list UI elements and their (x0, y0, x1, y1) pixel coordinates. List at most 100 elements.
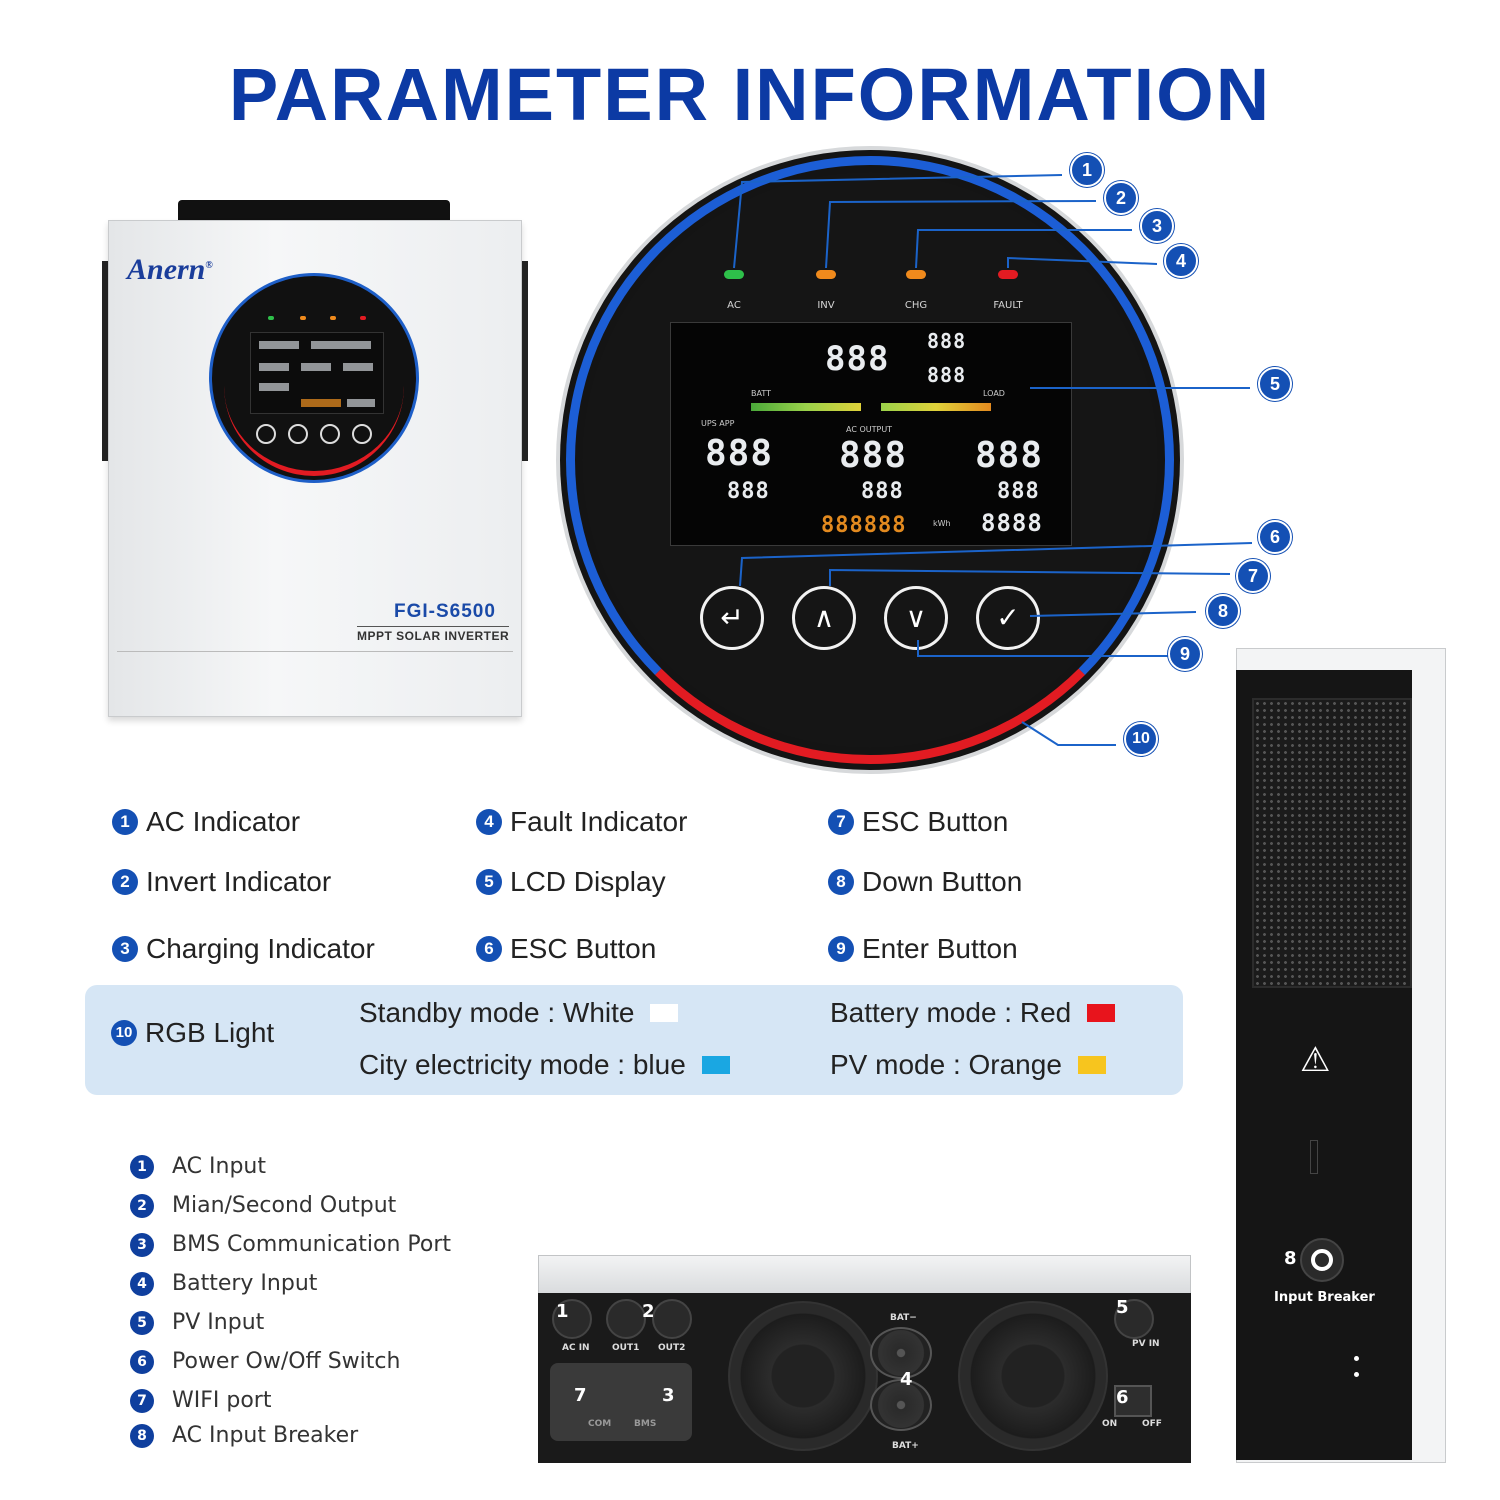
input-breaker-label: Input Breaker (1274, 1290, 1375, 1305)
input-breaker-knob[interactable] (1300, 1238, 1344, 1282)
bottom-num: 6 (1116, 1387, 1129, 1408)
mini-ac-led (268, 316, 274, 320)
callout-9: 9 (1168, 637, 1202, 671)
side-panel: ⚠ 8 Input Breaker (1236, 670, 1412, 1460)
lcd-load-label: LOAD (983, 389, 1005, 398)
lcd-ups-label: UPS APP (701, 419, 735, 428)
bottom-num: 5 (1116, 1297, 1129, 1318)
vent-mesh (1252, 698, 1412, 988)
battery-terminal-positive (870, 1379, 932, 1431)
callout-4: 4 (1164, 244, 1198, 278)
bottom-num: 7 (574, 1385, 587, 1406)
out2-gland (652, 1299, 692, 1339)
inverter-side-edge (102, 261, 108, 461)
com-label: COM (588, 1419, 612, 1429)
bms-label: BMS (634, 1419, 657, 1429)
side-slot (1310, 1140, 1318, 1174)
down-button[interactable]: ∨ (884, 586, 948, 650)
out1-gland (606, 1299, 646, 1339)
out2-label: OUT2 (658, 1343, 686, 1353)
orange-swatch (1077, 1056, 1106, 1074)
inverter-side-edge (522, 261, 528, 461)
inv-led-label: INV (817, 300, 835, 311)
model-subtitle: MPPT SOLAR INVERTER (357, 626, 510, 643)
page-title: PARAMETER INFORMATION (228, 53, 1272, 136)
bottom-num: 3 (662, 1385, 675, 1406)
callout-10: 10 (1124, 722, 1158, 756)
fault-led-label: FAULT (993, 300, 1023, 311)
mini-inv-led (300, 316, 306, 320)
lcd-digits: 888 (975, 435, 1044, 476)
rgb-mode-pv: PV mode : Orange (830, 1049, 1106, 1081)
inverter-control-panel (209, 273, 419, 483)
divider (117, 651, 513, 652)
inverter-bottom-image: AC IN OUT1 OUT2 1 2 7 3 COM BMS BAT− 4 B… (538, 1255, 1191, 1463)
control-panel-closeup: AC INV CHG FAULT 888 888 888 BATT LOAD U… (560, 150, 1180, 770)
lcd-batt-label: BATT (751, 389, 771, 398)
mini-rgb-arc (224, 386, 404, 476)
chg-led (906, 270, 926, 279)
bottom-top-edge (538, 1255, 1191, 1295)
lcd-digits: 888 (997, 479, 1040, 504)
lcd-digits: 888 (839, 435, 908, 476)
inverter-side-image: ⚠ 8 Input Breaker (1228, 648, 1450, 1468)
pv-in-gland (1114, 1299, 1154, 1339)
chg-led-label: CHG (904, 300, 928, 311)
lcd-digits: 8888 (981, 509, 1043, 537)
red-swatch (1087, 1004, 1116, 1022)
fault-led (998, 270, 1018, 279)
brand-logo: Anern® (127, 253, 213, 286)
ac-led-label: AC (727, 300, 741, 311)
out1-label: OUT1 (612, 1343, 640, 1353)
com-bms-plate (550, 1363, 692, 1441)
bat-minus-label: BAT− (890, 1313, 917, 1323)
ac-in-gland (552, 1299, 592, 1339)
rgb-mode-standby: Standby mode : White (359, 997, 679, 1029)
bottom-num: 2 (642, 1301, 655, 1322)
lcd-load-bar (881, 403, 991, 411)
callout-7: 7 (1236, 559, 1270, 593)
up-button[interactable]: ∧ (792, 586, 856, 650)
off-label: OFF (1142, 1419, 1162, 1429)
rgb-ring-red (566, 156, 1174, 764)
white-swatch (650, 1004, 679, 1022)
lcd-digits: 888 (927, 329, 967, 353)
blue-swatch (701, 1056, 730, 1074)
esc-button[interactable]: ↵ (700, 586, 764, 650)
lcd-battery-bar (751, 403, 861, 411)
inv-led (816, 270, 836, 279)
side-num: 8 (1284, 1248, 1297, 1269)
enter-button[interactable]: ✓ (976, 586, 1040, 650)
on-label: ON (1102, 1419, 1118, 1429)
power-switch[interactable] (1114, 1385, 1152, 1417)
rgb-mode-city: City electricity mode : blue (359, 1049, 730, 1081)
ac-in-label: AC IN (562, 1343, 590, 1353)
callout-8: 8 (1206, 594, 1240, 628)
ac-led (724, 270, 744, 279)
lcd-digits: 888 (825, 339, 890, 379)
lcd-orange-digits: 888888 (821, 513, 907, 538)
lcd-ac-output-label: AC OUTPUT (846, 425, 893, 434)
pv-in-label: PV IN (1132, 1339, 1160, 1349)
lcd-digits: 888 (705, 433, 774, 474)
inverter-front-image: Anern® FGI-S6500 MPPT SOLAR INVER (102, 200, 528, 720)
callout-1: 1 (1070, 153, 1104, 187)
callout-5: 5 (1258, 367, 1292, 401)
bottom-panel: AC IN OUT1 OUT2 1 2 7 3 COM BMS BAT− 4 B… (538, 1293, 1191, 1463)
